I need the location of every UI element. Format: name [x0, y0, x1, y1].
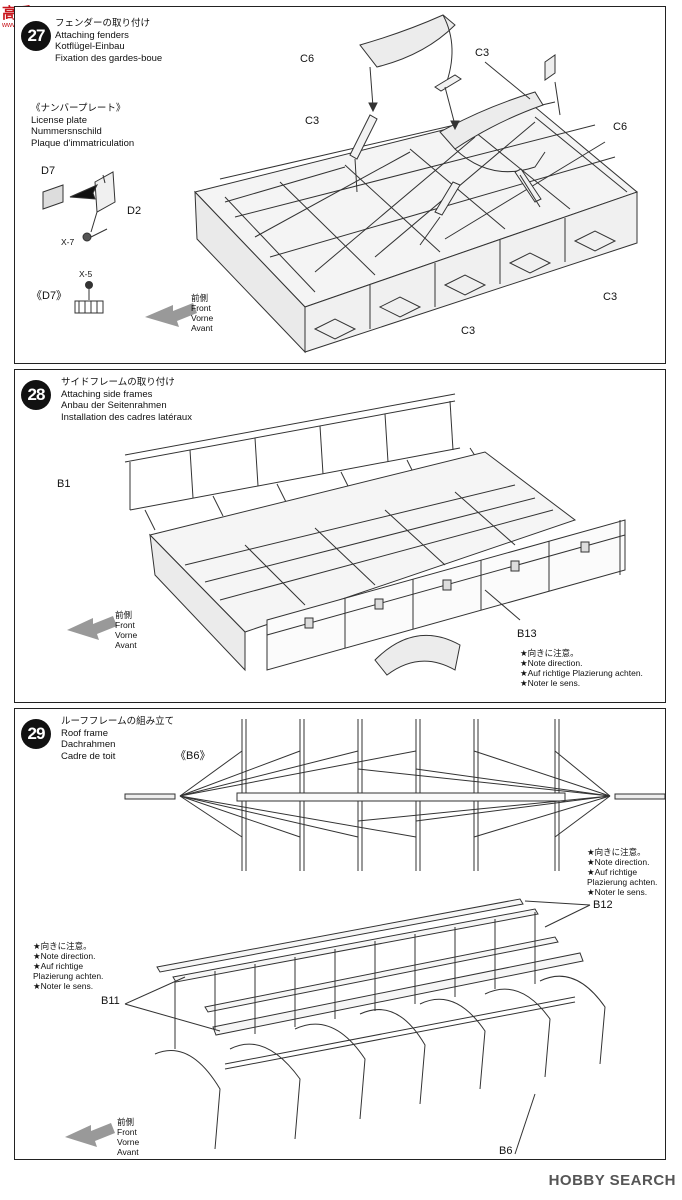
front-jp: 前側 — [191, 293, 209, 303]
part-label-b11: B11 — [101, 995, 120, 1007]
part-label-b1: B1 — [57, 478, 71, 490]
part-label-c3-top: C3 — [475, 47, 490, 59]
part-label-b6-sub: 《B6》 — [175, 750, 211, 762]
note-fr: ★Noter le sens. — [520, 678, 581, 688]
note-de-2: Plazierung achten. — [33, 971, 104, 981]
front-de: Vorne — [117, 1137, 140, 1147]
step-number: 29 — [21, 719, 51, 749]
note-de-1: ★Auf richtige — [587, 867, 638, 877]
front-en: Front — [117, 1127, 137, 1137]
front-fr: Avant — [115, 640, 137, 650]
front-en: Front — [191, 303, 211, 313]
note-en: ★Note direction. — [520, 658, 583, 668]
title-de: Anbau der Seitenrahmen — [61, 400, 167, 411]
direction-note: ★向きに注意。 ★Note direction. ★Auf richtige P… — [520, 648, 643, 688]
step-27-panel: 27 フェンダーの取り付け Attaching fenders Kotflüge… — [14, 6, 666, 364]
title-jp: サイドフレームの取り付け — [61, 377, 175, 388]
step-28-panel: 28 サイドフレームの取り付け Attaching side frames An… — [14, 369, 666, 703]
step-number: 28 — [21, 380, 51, 410]
subtitle-fr: Plaque d'immatriculation — [31, 137, 135, 149]
title-de: Kotflügel-Einbau — [55, 41, 125, 52]
title-jp: フェンダーの取り付け — [55, 18, 151, 29]
title-en: Roof frame — [61, 727, 108, 739]
part-label-b13: B13 — [517, 628, 537, 640]
front-direction-label: 前側 Front Vorne Avant — [191, 293, 213, 333]
step-28-drawing — [67, 393, 626, 676]
subtitle-jp: 《ナンバープレート》 — [31, 103, 126, 114]
step-29-drawing — [65, 719, 665, 1155]
front-de: Vorne — [191, 313, 214, 323]
part-label-d7-sub: 《D7》 — [31, 290, 68, 302]
front-en: Front — [115, 620, 135, 630]
direction-note-right: ★向きに注意。 ★Note direction. ★Auf richtige P… — [587, 847, 657, 897]
step-27-titles: フェンダーの取り付け Attaching fenders Kotflügel-E… — [55, 18, 162, 64]
part-label-c3-bottom: C3 — [461, 325, 476, 337]
front-fr: Avant — [191, 323, 213, 333]
step-27-drawing — [42, 14, 639, 354]
title-fr: Fixation des gardes-boue — [55, 52, 163, 64]
note-de-1: ★Auf richtige — [33, 961, 84, 971]
subtitle-de: Nummersnschild — [31, 126, 102, 137]
front-direction-label: 前側 Front Vorne Avant — [117, 1117, 139, 1157]
note-de-2: Plazierung achten. — [587, 877, 658, 887]
part-label-x7: X-7 — [61, 237, 75, 247]
note-jp: ★向きに注意。 — [520, 648, 579, 658]
step-number: 27 — [21, 21, 51, 51]
part-label-c6-right: C6 — [613, 121, 628, 133]
title-en: Attaching fenders — [55, 29, 129, 41]
part-label-d7: D7 — [41, 165, 56, 177]
part-label-b12: B12 — [593, 899, 613, 911]
step-28-titles: サイドフレームの取り付け Attaching side frames Anbau… — [61, 377, 192, 423]
direction-note-left: ★向きに注意。 ★Note direction. ★Auf richtige P… — [33, 941, 103, 991]
note-fr: ★Noter le sens. — [587, 887, 648, 897]
title-de: Dachrahmen — [61, 739, 116, 750]
part-label-d2: D2 — [127, 205, 142, 217]
note-en: ★Note direction. — [33, 951, 96, 961]
title-fr: Cadre de toit — [61, 750, 116, 762]
part-label-x5: X-5 — [79, 269, 93, 279]
note-en: ★Note direction. — [587, 857, 650, 867]
license-plate-titles: 《ナンバープレート》 License plate Nummersnschild … — [31, 103, 134, 149]
front-jp: 前側 — [117, 1117, 135, 1127]
note-jp: ★向きに注意。 — [587, 847, 646, 857]
note-fr: ★Noter le sens. — [33, 981, 94, 991]
front-jp: 前側 — [115, 610, 133, 620]
step-29-panel: 29 ルーフフレームの組み立て Roof frame Dachrahmen Ca… — [14, 708, 666, 1160]
part-label-c3-left: C3 — [305, 115, 320, 127]
front-de: Vorne — [115, 630, 138, 640]
subtitle-en: License plate — [31, 114, 87, 126]
note-jp: ★向きに注意。 — [33, 941, 92, 951]
front-direction-label: 前側 Front Vorne Avant — [115, 610, 137, 650]
part-label-c6-top: C6 — [300, 53, 315, 65]
title-fr: Installation des cadres latéraux — [61, 411, 192, 423]
hobby-search-watermark: HOBBY SEARCH — [548, 1172, 676, 1189]
part-label-b6: B6 — [499, 1145, 513, 1157]
front-fr: Avant — [117, 1147, 139, 1157]
title-en: Attaching side frames — [61, 388, 153, 400]
note-de: ★Auf richtige Plazierung achten. — [520, 668, 643, 678]
title-jp: ルーフフレームの組み立て — [61, 716, 175, 727]
step-29-titles: ルーフフレームの組み立て Roof frame Dachrahmen Cadre… — [61, 716, 174, 762]
part-label-c3-right: C3 — [603, 291, 618, 303]
